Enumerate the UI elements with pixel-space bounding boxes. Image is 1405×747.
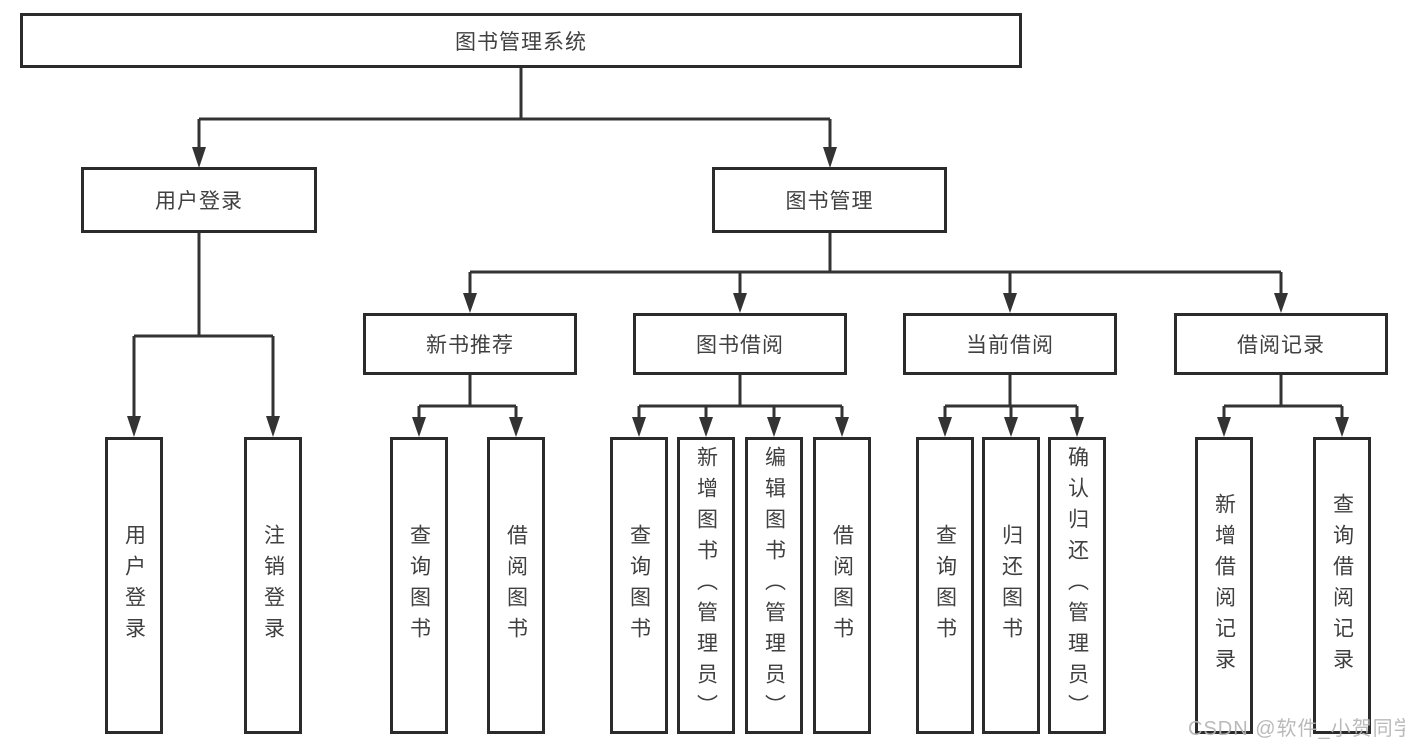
arrowhead <box>192 147 206 168</box>
connector-book-borrow <box>637 375 844 417</box>
arrowhead <box>509 417 523 437</box>
node-leaf-newbooks-borrow: 借阅图书 <box>487 437 545 734</box>
connector-borrow-records <box>1222 375 1344 417</box>
arrowhead <box>127 416 141 437</box>
node-leaf-newbooks-query: 查询图书 <box>390 437 448 734</box>
node-leaf-records-query: 查询借阅记录 <box>1313 437 1371 734</box>
node-book-borrowing: 图书借阅 <box>633 313 847 375</box>
arrowhead <box>632 417 646 437</box>
arrowhead <box>835 417 849 437</box>
node-leaf-records-add: 新增借阅记录 <box>1195 437 1253 734</box>
node-root: 图书管理系统 <box>20 13 1022 68</box>
connector-book-mgmt <box>468 233 1283 293</box>
arrowhead <box>1070 417 1084 437</box>
node-current-borrowing-label: 当前借阅 <box>966 334 1054 357</box>
node-user-login-label: 用户登录 <box>155 190 243 213</box>
node-new-book-recommend-label: 新书推荐 <box>426 334 514 357</box>
arrowhead <box>1217 417 1231 437</box>
node-leaf-current-query: 查询图书 <box>916 437 974 734</box>
arrowhead <box>733 293 747 313</box>
arrowhead <box>767 417 781 437</box>
arrowhead <box>266 416 280 437</box>
node-borrowing-records-label: 借阅记录 <box>1237 334 1325 357</box>
arrowhead <box>1335 417 1349 437</box>
connector-current-borrow <box>943 375 1079 417</box>
node-leaf-logout: 注销登录 <box>244 437 302 734</box>
node-current-borrowing: 当前借阅 <box>903 313 1117 375</box>
node-book-borrowing-label: 图书借阅 <box>696 334 784 357</box>
connector-new-books <box>417 375 518 417</box>
arrowhead <box>938 417 952 437</box>
csdn-watermark: CSDN @软件_小贺同学 <box>1188 718 1405 740</box>
node-leaf-borrow-add-admin: 新增图书（管理员） <box>677 437 735 734</box>
arrowhead <box>1004 417 1018 437</box>
node-leaf-current-confirm-admin: 确认归还（管理员） <box>1048 437 1106 734</box>
connector-user-login <box>132 233 275 416</box>
connector-root <box>197 68 832 147</box>
node-user-login: 用户登录 <box>81 167 317 233</box>
arrowhead <box>823 147 837 168</box>
arrowhead <box>463 293 477 313</box>
node-leaf-user-login: 用户登录 <box>105 437 163 734</box>
arrowhead <box>412 417 426 437</box>
node-borrowing-records: 借阅记录 <box>1174 313 1388 375</box>
node-leaf-current-return: 归还图书 <box>982 437 1040 734</box>
node-book-management-label: 图书管理 <box>785 190 874 213</box>
node-book-management: 图书管理 <box>712 167 947 233</box>
arrowhead <box>1274 293 1288 313</box>
node-root-label: 图书管理系统 <box>455 30 587 54</box>
node-leaf-borrow-borrow: 借阅图书 <box>813 437 871 734</box>
node-leaf-borrow-query: 查询图书 <box>610 437 668 734</box>
node-new-book-recommend: 新书推荐 <box>363 313 577 375</box>
node-leaf-borrow-edit-admin: 编辑图书（管理员） <box>745 437 803 734</box>
arrowhead <box>1003 293 1017 313</box>
arrowhead <box>699 417 713 437</box>
